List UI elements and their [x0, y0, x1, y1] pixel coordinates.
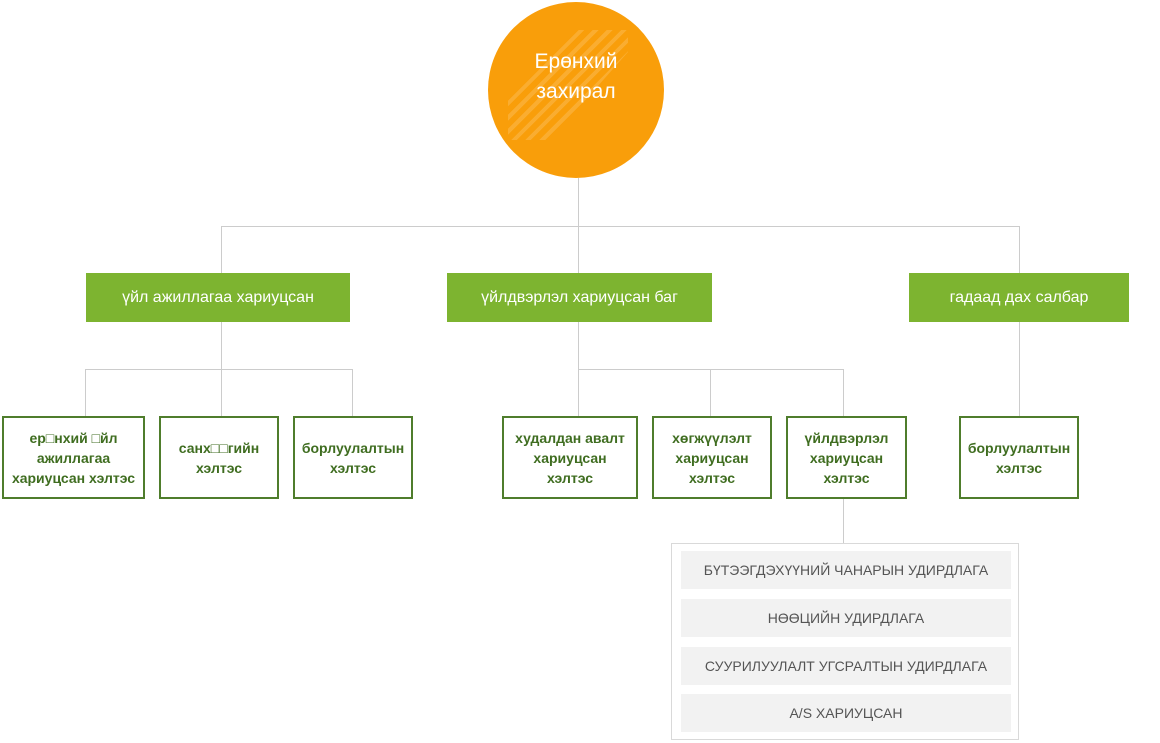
- production-functions-panel: БҮТЭЭГДЭХҮҮНИЙ ЧАНАРЫН УДИРДЛАГА НӨӨЦИЙН…: [671, 543, 1019, 740]
- dept-general-operations: ер□нхий □йл ажиллагаа хариуцсан хэлтэс: [2, 416, 145, 499]
- dept-finance: санх□□гийн хэлтэс: [159, 416, 279, 499]
- function-item-quality: БҮТЭЭГДЭХҮҮНИЙ ЧАНАРЫН УДИРДЛАГА: [681, 551, 1011, 589]
- group-operations: үйл ажиллагаа хариуцсан: [86, 273, 350, 322]
- dept-purchasing: худалдан авалт хариуцсан хэлтэс: [502, 416, 638, 499]
- dept-sales: борлуулалтын хэлтэс: [293, 416, 413, 499]
- group-production-team: үйлдвэрлэл хариуцсан баг: [447, 273, 712, 322]
- root-title: Ерөнхий захирал: [534, 50, 618, 103]
- dept-production: үйлдвэрлэл хариуцсан хэлтэс: [786, 416, 907, 499]
- function-item-after-service: A/S ХАРИУЦСАН: [681, 694, 1011, 732]
- function-item-resources: НӨӨЦИЙН УДИРДЛАГА: [681, 599, 1011, 637]
- function-item-installation: СУУРИЛУУЛАЛТ УГСРАЛТЫН УДИРДЛАГА: [681, 647, 1011, 685]
- dept-development: хөгжүүлэлт хариуцсан хэлтэс: [652, 416, 772, 499]
- dept-overseas-sales: борлуулалтын хэлтэс: [959, 416, 1079, 499]
- group-overseas-branch: гадаад дах салбар: [909, 273, 1129, 322]
- root-node: Ерөнхий захирал: [488, 2, 664, 178]
